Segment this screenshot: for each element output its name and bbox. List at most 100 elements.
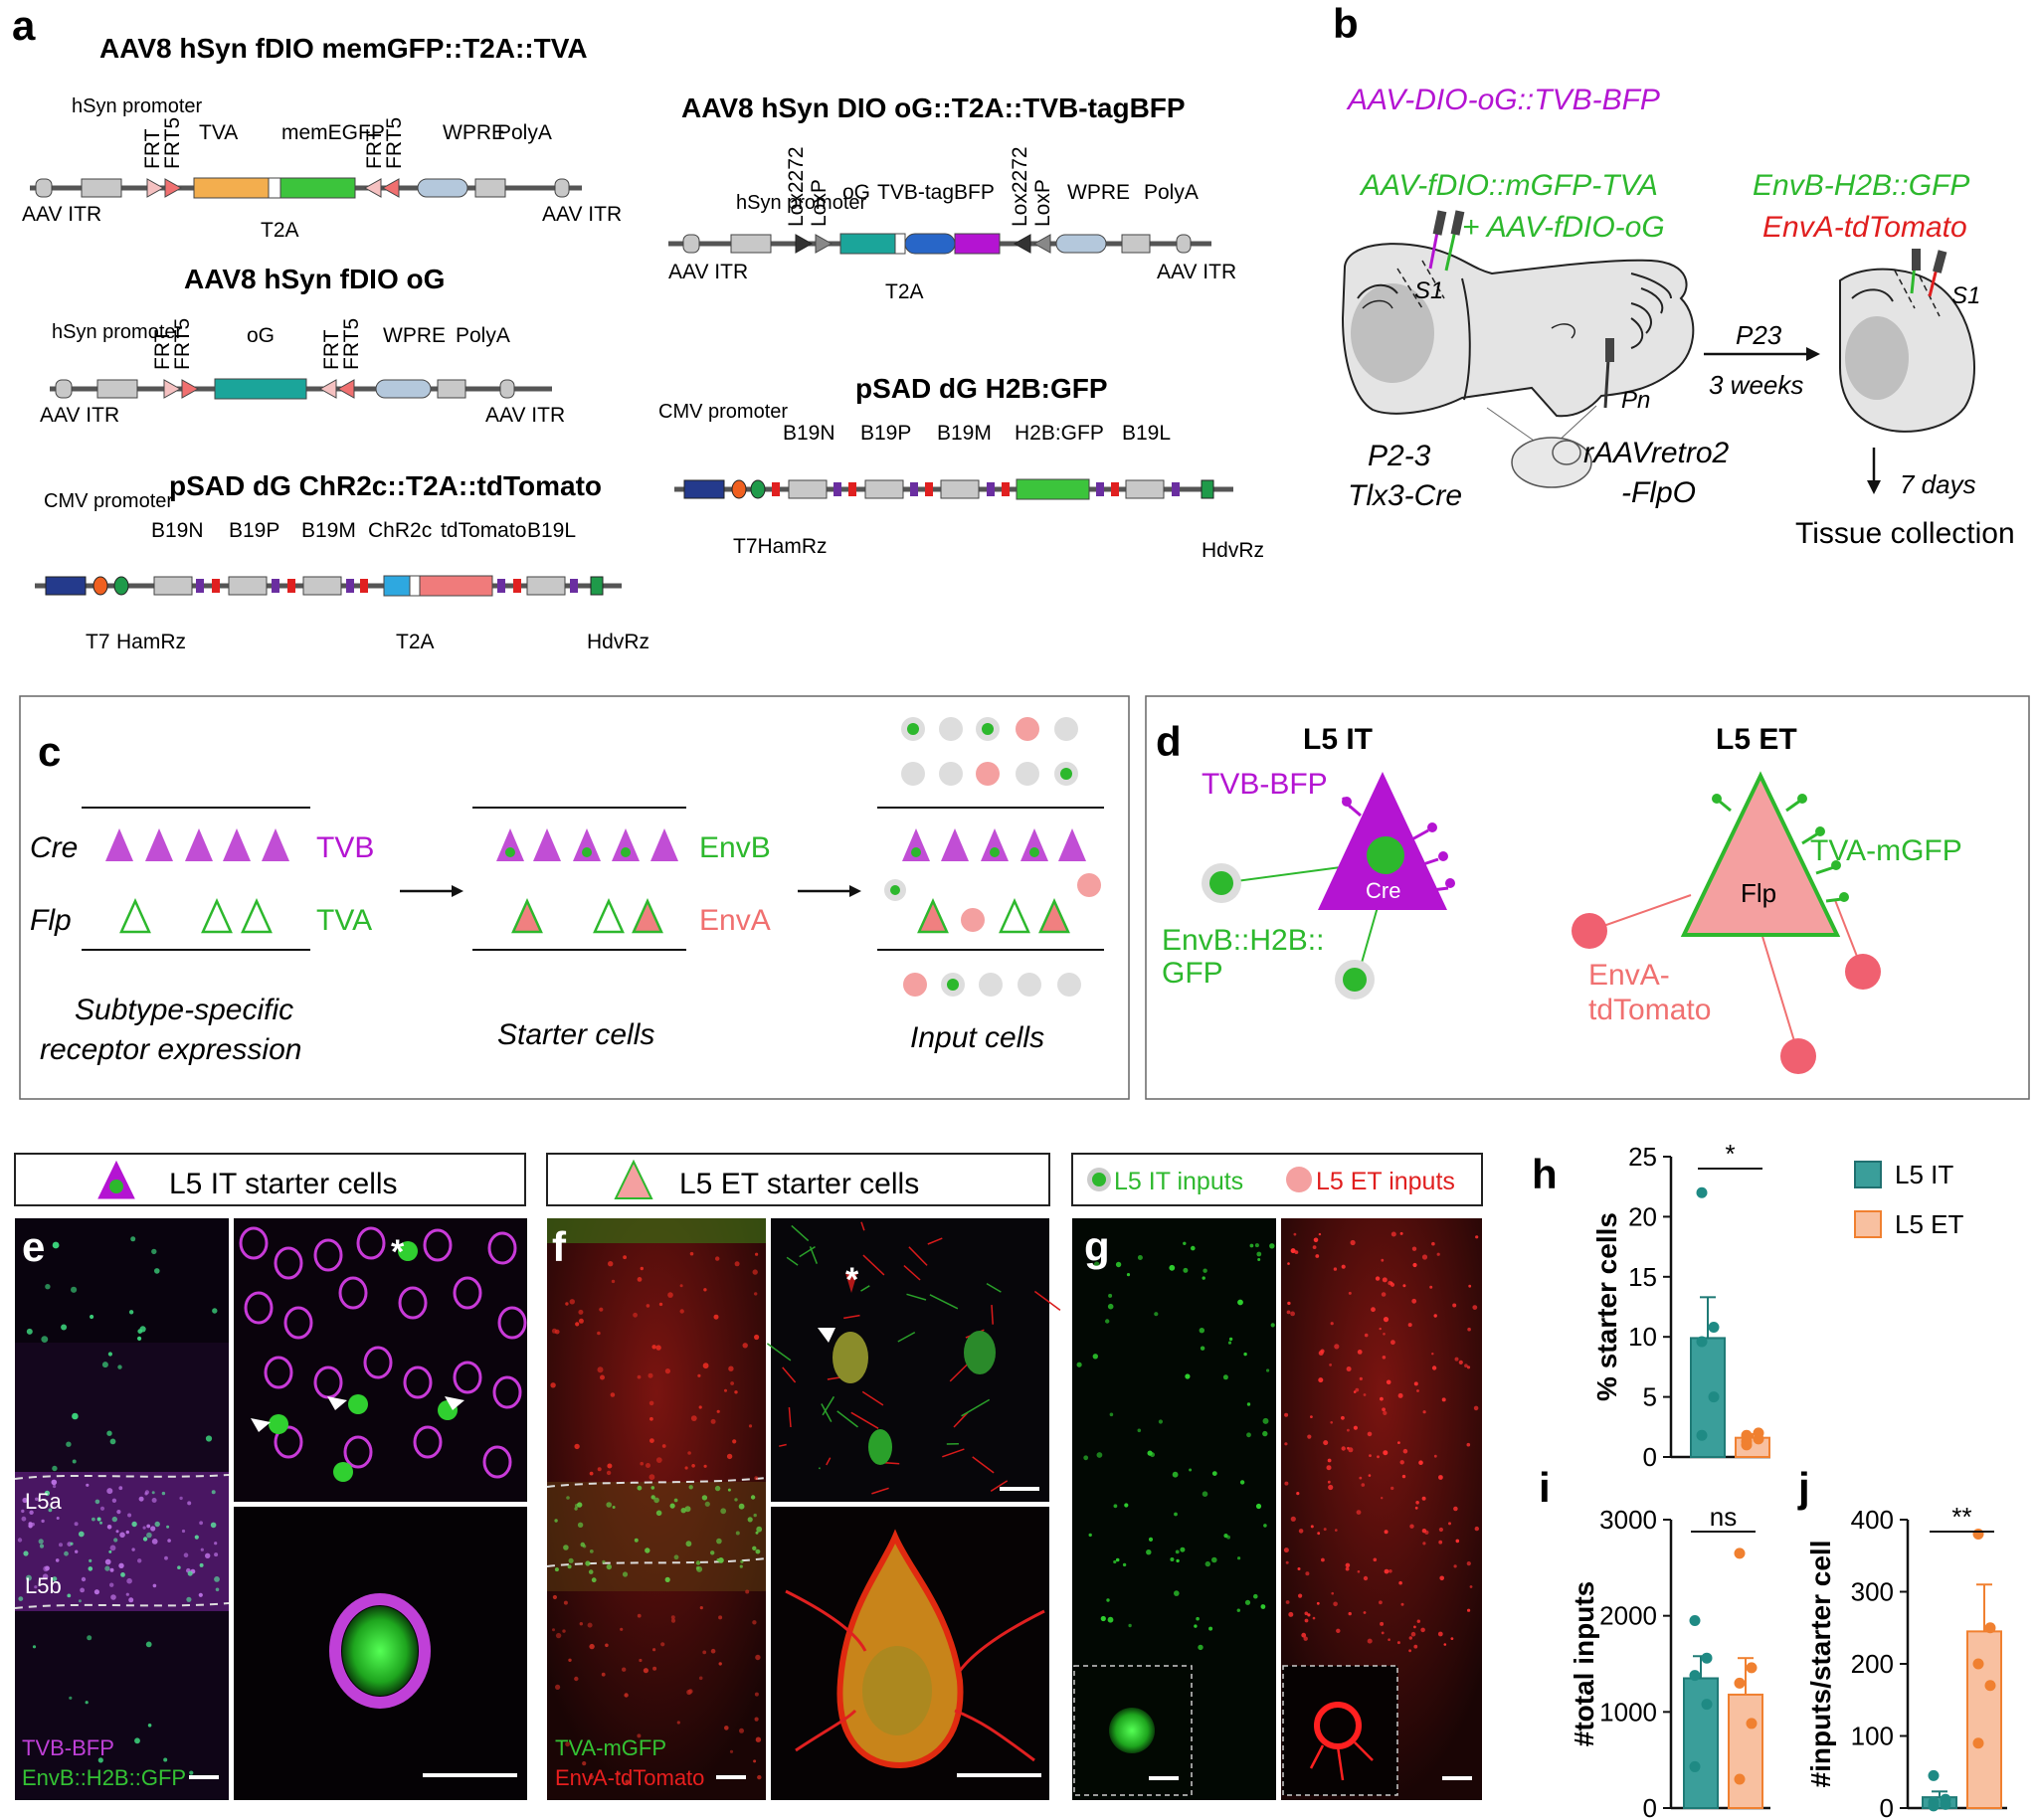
cell-dot [587, 1622, 593, 1628]
cell-dot [179, 1496, 183, 1501]
cell-dot [1433, 1314, 1437, 1318]
cell-dot [552, 1594, 558, 1600]
label-frt: FRT [320, 329, 343, 370]
fiber [766, 1343, 792, 1362]
cell-dot [1185, 1373, 1191, 1379]
label-tvb-bfp: TVB-BFP [1202, 768, 1328, 801]
panel-label-e: e [22, 1223, 45, 1270]
cell-dot [724, 1726, 729, 1730]
neuron [398, 1286, 428, 1320]
cell-dot [1383, 1450, 1389, 1456]
legend-f-tva: TVA-mGFP [555, 1735, 666, 1760]
cell-dot [742, 1343, 748, 1349]
fiber [843, 1314, 860, 1320]
cell-dot [1128, 1623, 1132, 1628]
cell-dot [620, 1627, 624, 1631]
cell-dot [640, 1266, 644, 1271]
cell-dot [1436, 1252, 1440, 1256]
cell-dot [1313, 1237, 1319, 1243]
label-frt: FRT [363, 128, 386, 169]
cell-dot [1408, 1649, 1411, 1653]
data-point [1940, 1798, 1951, 1810]
cell-dot [579, 1622, 583, 1626]
cell-dot [1106, 1598, 1110, 1602]
label-retro-virus-2: -FlpO [1621, 476, 1696, 509]
cell-dot [1222, 1374, 1228, 1380]
cell-dot [734, 1390, 738, 1394]
cell-dot [211, 1490, 216, 1495]
cell-dot [1284, 1412, 1289, 1417]
cell-dot [1316, 1601, 1320, 1605]
legend-swatch-et [1854, 1210, 1882, 1238]
image-f-zoom-cells [833, 1273, 996, 1465]
neuron [363, 1346, 393, 1379]
cell-dot [1146, 1549, 1152, 1555]
caption-input: Input cells [910, 1021, 1044, 1054]
construct-title: AAV8 hSyn fDIO oG [184, 264, 445, 294]
neuron [453, 1361, 482, 1394]
data-point [1984, 1622, 1996, 1634]
caption-starter: Starter cells [497, 1018, 654, 1051]
cell-dot [1388, 1638, 1390, 1641]
cell-dot [637, 1733, 642, 1738]
cell-dot [187, 1570, 193, 1576]
y-tick-label: 100 [1851, 1722, 1894, 1751]
fiber [818, 1467, 821, 1470]
cell-dot [51, 1479, 58, 1486]
significance-label: * [1725, 1139, 1735, 1169]
cell-dot [757, 1774, 762, 1780]
cell-dot [17, 1538, 23, 1543]
fiber [822, 1395, 835, 1416]
cell-dot [151, 1491, 155, 1495]
cell-dot [139, 1326, 146, 1333]
cell-dot [714, 1485, 721, 1492]
cell-dot [198, 1592, 203, 1597]
panel-label-i: i [1539, 1464, 1551, 1511]
brain-diagram: S1 Pn [1341, 210, 1695, 488]
bar [1966, 1630, 2002, 1809]
cell-dot [125, 1530, 129, 1535]
label-p23: P23 [1736, 320, 1782, 350]
cell-dot [687, 1451, 691, 1455]
cell-dot [1431, 1365, 1437, 1370]
cell-dot [1323, 1440, 1329, 1446]
cell-dot [1402, 1448, 1408, 1454]
cell-dot [1453, 1564, 1457, 1568]
label-b19p: B19P [860, 422, 911, 445]
cell-dot [589, 1774, 594, 1780]
cell-dot [1341, 1264, 1346, 1269]
cell-dot [109, 1582, 114, 1587]
cell-dot [565, 1741, 570, 1747]
label-flp-cell: Flp [1741, 878, 1776, 908]
cell-dot [1390, 1231, 1396, 1237]
cell-dot [1336, 1628, 1341, 1634]
cell-dot [716, 1409, 720, 1413]
cell-dot [607, 1463, 613, 1469]
cell-dot [606, 1502, 612, 1508]
cell-dot [109, 1545, 116, 1551]
cell-dot [1448, 1522, 1451, 1526]
cell-dot [78, 1531, 85, 1538]
cell-dot [554, 1519, 558, 1523]
cell-dot [1202, 1491, 1208, 1497]
label-retro-virus: rAAVretro2 [1583, 437, 1730, 469]
cell-dot [1329, 1364, 1332, 1366]
cell-dot [1093, 1261, 1100, 1268]
label-enva: EnvA [699, 904, 771, 937]
cell-dot [602, 1559, 606, 1564]
data-point [1734, 1773, 1746, 1785]
cell-dot [734, 1498, 738, 1502]
data-point [1701, 1699, 1713, 1711]
starter-cell [348, 1394, 368, 1414]
y-tick-label: 15 [1628, 1262, 1657, 1292]
cell-dot [1348, 1611, 1352, 1616]
label-t7: T7 [86, 631, 110, 653]
cell-dot [703, 1288, 707, 1292]
cell-dot [1236, 1608, 1241, 1612]
cell-dot [1183, 1241, 1187, 1246]
cell-dot [655, 1457, 662, 1463]
virus-fdio-tva: AAV-fDIO::mGFP-TVA [1359, 169, 1658, 202]
fiber [861, 1390, 884, 1406]
label-mouse-line: Tlx3-Cre [1348, 479, 1462, 512]
neuron [413, 1425, 443, 1459]
